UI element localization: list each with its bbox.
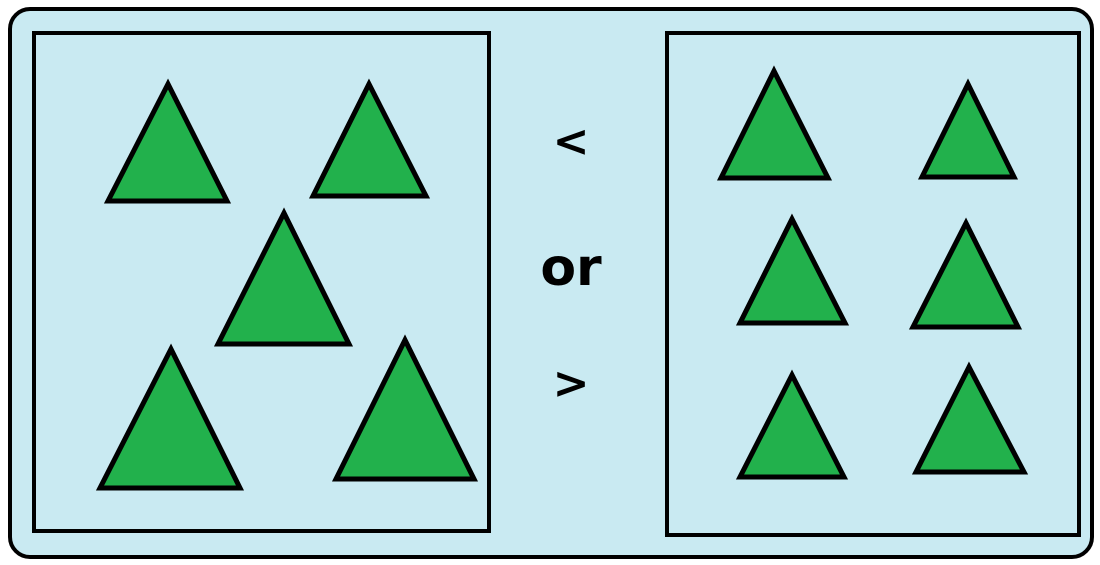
greater-than-symbol: > xyxy=(552,358,590,409)
right-triangle-5 xyxy=(735,369,849,480)
left-triangle-3 xyxy=(213,207,354,347)
or-label: or xyxy=(540,238,602,298)
right-triangle-4 xyxy=(908,217,1023,330)
left-triangle-5 xyxy=(331,334,479,482)
right-triangle-2 xyxy=(917,78,1019,180)
right-triangle-6 xyxy=(911,361,1029,475)
left-triangle-4 xyxy=(95,343,245,491)
right-triangle-3 xyxy=(735,213,850,326)
left-triangle-2 xyxy=(308,78,431,199)
left-triangle-1 xyxy=(103,78,232,204)
less-than-symbol: < xyxy=(552,116,590,167)
right-triangle-1 xyxy=(716,65,833,181)
